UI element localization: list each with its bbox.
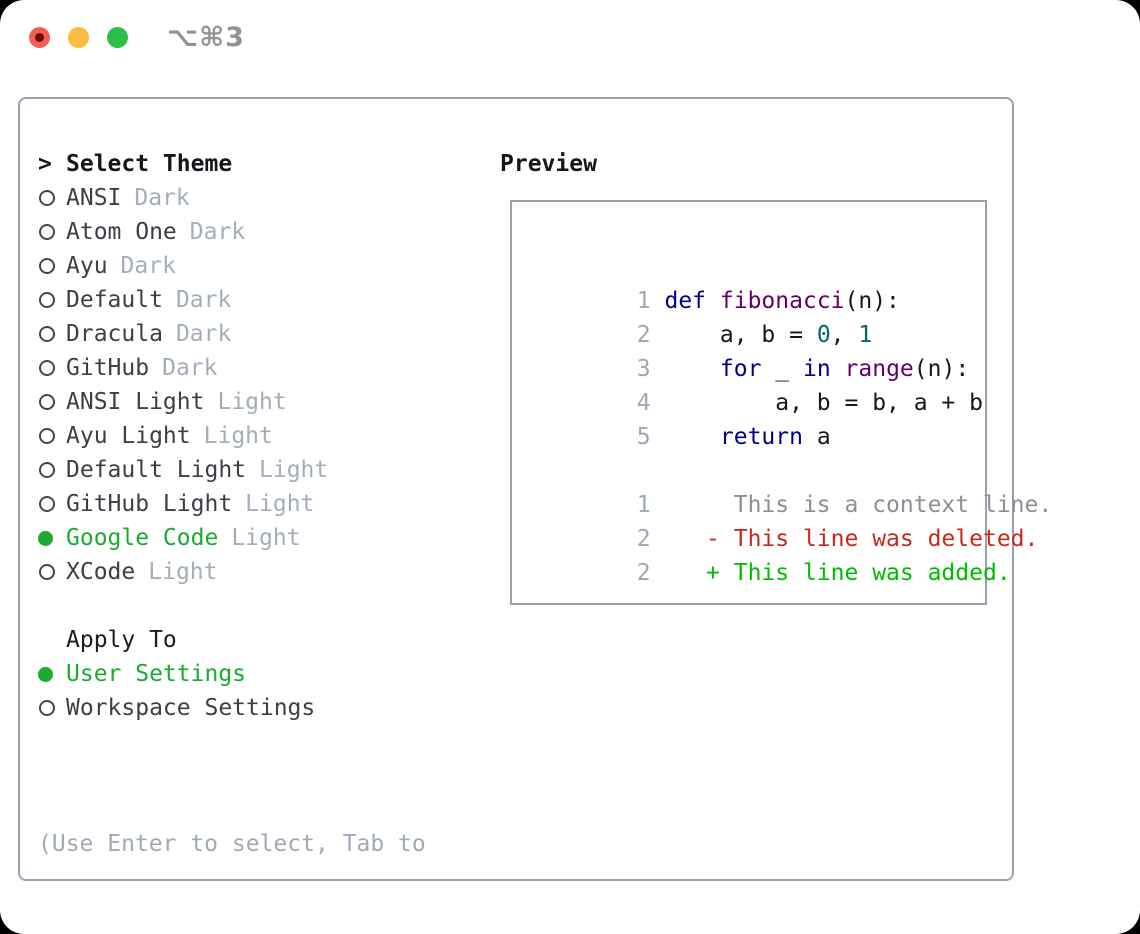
code-line: 5 return a: [636, 424, 831, 450]
theme-variant: Dark: [189, 219, 246, 245]
line-number: 4: [636, 390, 651, 416]
theme-variant: Dark: [175, 321, 232, 347]
apply-to-header: Apply To: [38, 623, 426, 657]
radio-icon: [39, 258, 55, 274]
theme-option-github-dark[interactable]: GitHub Dark: [38, 351, 426, 385]
theme-variant: Dark: [120, 253, 176, 279]
theme-option-ansi-light[interactable]: ANSI Light Light: [38, 385, 426, 419]
theme-name: ANSI: [66, 185, 122, 211]
theme-option-atom-one-dark[interactable]: Atom One Dark: [38, 215, 426, 249]
radio-icon: [39, 190, 55, 206]
theme-selector: > Select Theme ANSI Dark Atom One Dark A…: [38, 147, 426, 934]
radio-icon: [39, 394, 55, 410]
theme-name: Ayu Light: [66, 423, 191, 449]
theme-variant: Dark: [175, 287, 232, 313]
theme-option-github-light[interactable]: GitHub Light Light: [38, 487, 426, 521]
theme-name: Dracula: [66, 321, 163, 347]
line-number: 1: [636, 492, 651, 518]
help-line-2: change focus): [38, 929, 426, 934]
theme-option-ayu-light[interactable]: Ayu Light Light: [38, 419, 426, 453]
theme-name: Atom One: [66, 219, 177, 245]
line-number: 3: [636, 356, 651, 382]
line-number: 2: [636, 560, 651, 586]
apply-to-workspace-settings[interactable]: Workspace Settings: [38, 691, 426, 725]
help-text: (Use Enter to select, Tab to change focu…: [38, 759, 426, 934]
titlebar: ⌥⌘3: [0, 0, 1140, 76]
apply-to-user-settings[interactable]: User Settings: [38, 657, 426, 691]
traffic-lights: [29, 27, 128, 48]
theme-name: GitHub: [66, 355, 150, 381]
line-number: 5: [636, 424, 651, 450]
help-line-1: (Use Enter to select, Tab to: [38, 831, 426, 857]
apply-option-label: Workspace Settings: [66, 695, 316, 721]
apply-to-title: Apply To: [66, 627, 177, 653]
theme-name: XCode: [66, 559, 136, 585]
theme-option-ayu-dark[interactable]: Ayu Dark: [38, 249, 426, 283]
window-title-shortcut: ⌥⌘3: [167, 22, 245, 53]
theme-variant: Light: [259, 457, 329, 483]
theme-option-dracula-dark[interactable]: Dracula Dark: [38, 317, 426, 351]
radio-icon: [39, 462, 55, 478]
zoom-button[interactable]: [107, 27, 128, 48]
select-theme-title: Select Theme: [66, 151, 233, 177]
radio-icon: [39, 326, 55, 342]
minimize-button[interactable]: [68, 27, 89, 48]
diff-context-line: 1 This is a context line.: [636, 492, 1053, 518]
theme-variant: Light: [203, 423, 273, 449]
preview-title: Preview: [500, 151, 597, 177]
radio-icon: [39, 292, 55, 308]
code-line: 3 for _ in range(n):: [636, 356, 970, 382]
theme-name: Google Code: [66, 525, 219, 551]
line-number: 2: [636, 322, 651, 348]
theme-variant: Light: [231, 525, 301, 551]
theme-name: Default: [66, 287, 163, 313]
radio-icon: [39, 564, 55, 580]
radio-icon: [39, 224, 55, 240]
radio-icon: [39, 428, 55, 444]
spacer: [38, 589, 426, 623]
theme-option-ansi-dark[interactable]: ANSI Dark: [38, 181, 426, 215]
radio-selected-icon: [38, 666, 53, 682]
theme-name: Ayu: [66, 253, 108, 279]
theme-option-google-code[interactable]: Google Code Light: [38, 521, 426, 555]
theme-option-xcode[interactable]: XCode Light: [38, 555, 426, 589]
select-theme-header: > Select Theme: [38, 147, 426, 181]
theme-option-default-dark[interactable]: Default Dark: [38, 283, 426, 317]
code-line: 4 a, b = b, a + b: [636, 390, 983, 416]
theme-name: ANSI Light: [66, 389, 205, 415]
theme-variant: Dark: [134, 185, 190, 211]
close-button[interactable]: [29, 27, 50, 48]
prompt-icon: >: [38, 151, 52, 177]
theme-name: GitHub Light: [66, 491, 233, 517]
code-line: 2 a, b = 0, 1: [636, 322, 873, 348]
radio-icon: [39, 700, 55, 716]
theme-variant: Light: [148, 559, 218, 585]
line-number: 2: [636, 526, 651, 552]
radio-icon: [39, 360, 55, 376]
diff-added-line: 2 + This line was added.: [636, 560, 1011, 586]
radio-selected-icon: [38, 530, 53, 546]
theme-option-default-light[interactable]: Default Light Light: [38, 453, 426, 487]
theme-variant: Light: [245, 491, 315, 517]
theme-variant: Dark: [162, 355, 218, 381]
apply-option-label: User Settings: [66, 661, 247, 687]
main-panel: > Select Theme ANSI Dark Atom One Dark A…: [18, 97, 1053, 934]
theme-variant: Light: [217, 389, 287, 415]
radio-icon: [39, 496, 55, 512]
diff-deleted-line: 2 - This line was deleted.: [636, 526, 1039, 552]
line-number: 1: [636, 288, 651, 314]
theme-name: Default Light: [66, 457, 247, 483]
edited-dot-icon: [35, 33, 44, 42]
